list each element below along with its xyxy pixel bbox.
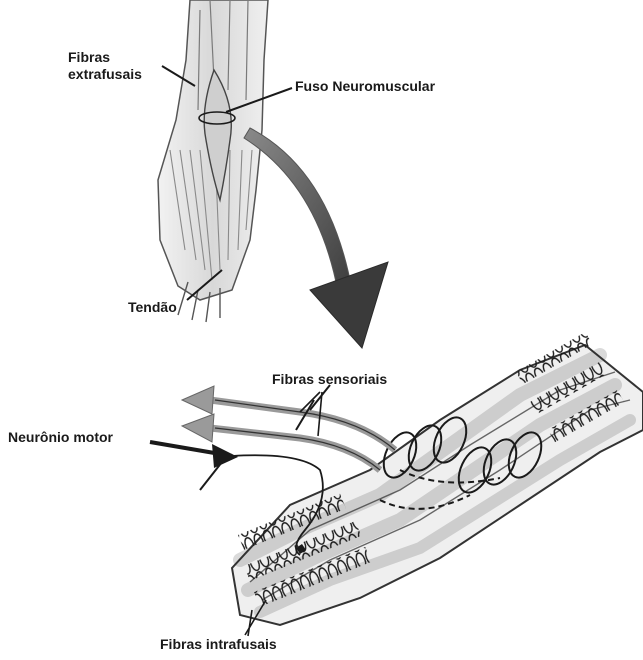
label-extrafusal-line1: Fibras bbox=[68, 49, 142, 66]
label-extrafusal-line2: extrafusais bbox=[68, 66, 142, 83]
label-extrafusal-fibers: Fibras extrafusais bbox=[68, 49, 142, 83]
magnify-arrow bbox=[244, 128, 388, 348]
label-tendon: Tendão bbox=[128, 299, 177, 316]
label-neuromuscular-spindle: Fuso Neuromuscular bbox=[295, 78, 435, 95]
label-sensory-fibers: Fibras sensoriais bbox=[272, 371, 387, 388]
label-intrafusal-fibers: Fibras intrafusais bbox=[160, 636, 277, 653]
label-motor-neuron: Neurônio motor bbox=[8, 429, 113, 446]
